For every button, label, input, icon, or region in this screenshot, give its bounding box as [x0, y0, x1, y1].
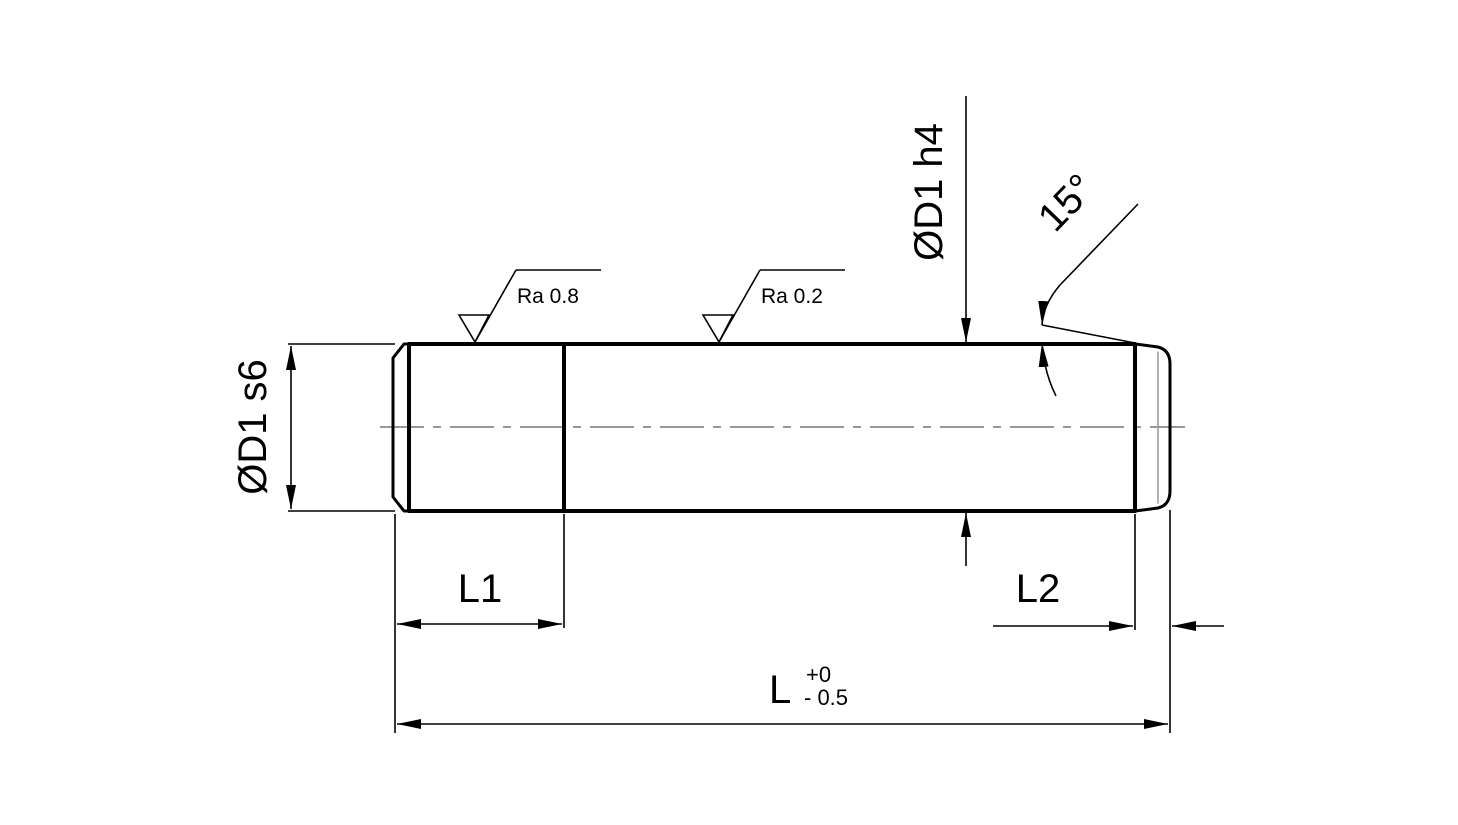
dim-L1 — [394, 514, 565, 733]
pin-body — [391, 342, 1172, 513]
right-chamfer-end — [1133, 342, 1172, 513]
dim-diameter-h4-label: ØD1 h4 — [907, 123, 951, 261]
dim-L2 — [993, 510, 1224, 733]
dim-angle-label: 15° — [1030, 166, 1104, 240]
dim-L-tol-upper: +0 — [806, 662, 831, 687]
roughness-symbol-1 — [457, 269, 601, 344]
roughness-symbol-2 — [701, 269, 845, 344]
dim-L-label: L — [769, 668, 791, 712]
roughness-label-2: Ra 0.2 — [761, 285, 823, 308]
dim-L-tol-lower: - 0.5 — [804, 685, 848, 710]
roughness-label-1: Ra 0.8 — [517, 285, 579, 308]
dim-diameter-s6-label: ØD1 s6 — [231, 359, 275, 495]
dim-L2-label: L2 — [1016, 567, 1061, 611]
left-chamfer-end — [391, 342, 412, 513]
dim-diameter-s6 — [286, 343, 395, 512]
dim-L1-label: L1 — [458, 567, 503, 611]
dim-angle — [1038, 203, 1139, 397]
